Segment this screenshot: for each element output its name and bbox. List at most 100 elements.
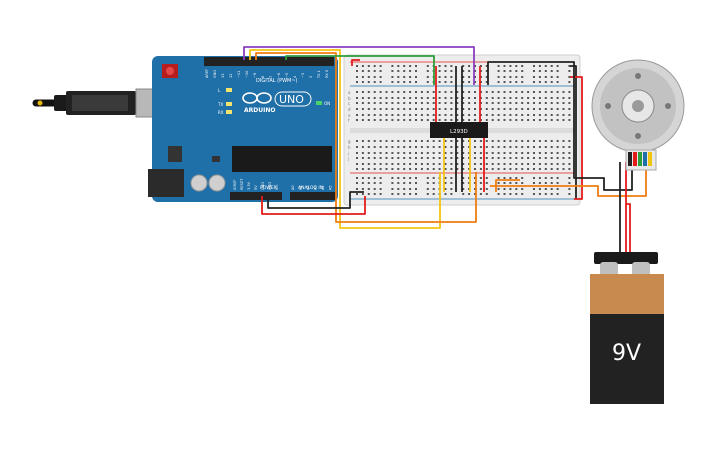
pin-label: AREF: [205, 69, 209, 78]
breadboard-hole: [373, 76, 376, 78]
pin-label: RESET: [240, 178, 244, 190]
breadboard-hole: [515, 97, 518, 99]
breadboard-hole: [397, 65, 400, 67]
breadboard-hole: [527, 91, 530, 93]
breadboard-hole: [391, 70, 394, 72]
atmega-chip: [232, 146, 332, 172]
pin-label: GND: [213, 70, 217, 78]
breadboard-hole: [497, 140, 500, 142]
breadboard-hole: [420, 102, 423, 104]
breadboard-hole: [462, 140, 465, 142]
breadboard-hole: [361, 108, 364, 110]
breadboard-hole: [397, 177, 400, 179]
breadboard-hole: [385, 102, 388, 104]
breadboard-hole: [503, 168, 506, 170]
pin-label: 8: [261, 76, 265, 78]
breadboard-hole: [397, 188, 400, 190]
breadboard-hole: [373, 91, 376, 93]
breadboard-hole: [515, 146, 518, 148]
breadboard-hole: [568, 152, 571, 154]
breadboard-hole: [515, 65, 518, 67]
breadboard-hole: [426, 182, 429, 184]
breadboard-hole: [397, 182, 400, 184]
breadboard-hole: [503, 163, 506, 165]
breadboard-hole: [497, 119, 500, 121]
motor-screw-4: [635, 133, 641, 139]
breadboard-hole: [367, 182, 370, 184]
breadboard-hole: [568, 97, 571, 99]
breadboard-hole: [527, 114, 530, 116]
breadboard-hole: [420, 114, 423, 116]
breadboard-hole: [379, 91, 382, 93]
breadboard-hole: [515, 188, 518, 190]
breadboard-hole: [562, 119, 565, 121]
breadboard-hole: [527, 152, 530, 154]
breadboard-hole: [521, 97, 524, 99]
breadboard-hole: [550, 188, 553, 190]
breadboard-hole: [497, 81, 500, 83]
breadboard-hole: [391, 152, 394, 154]
breadboard-hole: [356, 97, 358, 99]
breadboard-hole: [367, 152, 370, 154]
breadboard-hole: [485, 177, 488, 179]
pin-label: A2: [306, 185, 310, 190]
breadboard-hole: [568, 119, 571, 121]
breadboard-hole: [468, 65, 471, 67]
breadboard-hole: [497, 91, 500, 93]
breadboard-hole: [485, 140, 488, 142]
breadboard-hole: [509, 163, 512, 165]
motor-pin-black: [628, 152, 632, 166]
pin-label: ~9: [253, 73, 257, 78]
breadboard-hole: [450, 140, 453, 142]
breadboard-hole: [515, 163, 518, 165]
breadboard-hole: [409, 152, 412, 154]
breadboard-hole: [356, 102, 358, 104]
breadboard-hole: [533, 146, 535, 148]
breadboard-hole: [491, 146, 494, 148]
breadboard-hole: [550, 177, 553, 179]
breadboard-hole: [521, 102, 524, 104]
breadboard-hole: [409, 188, 412, 190]
breadboard-hole: [550, 163, 553, 165]
breadboard-hole: [503, 81, 506, 83]
breadboard-hole: [403, 146, 406, 148]
breadboard-hole: [533, 140, 535, 142]
breadboard-hole: [367, 157, 370, 159]
dc-motor: [591, 59, 685, 171]
breadboard-hole: [485, 102, 488, 104]
breadboard-hole: [538, 81, 541, 83]
breadboard-hole: [403, 65, 406, 67]
breadboard-hole: [444, 152, 447, 154]
breadboard-hole: [474, 163, 476, 165]
breadboard-hole: [379, 177, 382, 179]
breadboard-hole: [503, 188, 506, 190]
breadboard-hole: [491, 157, 494, 159]
led-on: [316, 101, 322, 105]
breadboard-hole: [361, 168, 364, 170]
breadboard-hole: [562, 97, 565, 99]
breadboard-hole: [568, 102, 571, 104]
breadboard-hole: [550, 152, 553, 154]
breadboard-hole: [367, 91, 370, 93]
battery-9v: 9V: [590, 252, 664, 404]
breadboard-hole: [450, 102, 453, 104]
breadboard-hole: [509, 152, 512, 154]
wire-red-5v: [261, 196, 366, 215]
breadboard-hole: [462, 65, 465, 67]
breadboard-hole: [550, 81, 553, 83]
breadboard-hole: [444, 182, 447, 184]
breadboard-hole: [450, 65, 453, 67]
breadboard-hole: [444, 97, 447, 99]
breadboard-hole: [403, 97, 406, 99]
breadboard-hole: [379, 193, 382, 195]
breadboard-hole: [562, 157, 565, 159]
breadboard-hole: [450, 114, 453, 116]
breadboard-hole: [462, 108, 465, 110]
breadboard-hole: [438, 140, 441, 142]
breadboard-hole: [538, 108, 541, 110]
breadboard-hole: [426, 102, 429, 104]
breadboard-hole: [432, 152, 435, 154]
breadboard-hole: [497, 97, 500, 99]
breadboard-hole: [426, 177, 429, 179]
breadboard-hole: [391, 114, 394, 116]
